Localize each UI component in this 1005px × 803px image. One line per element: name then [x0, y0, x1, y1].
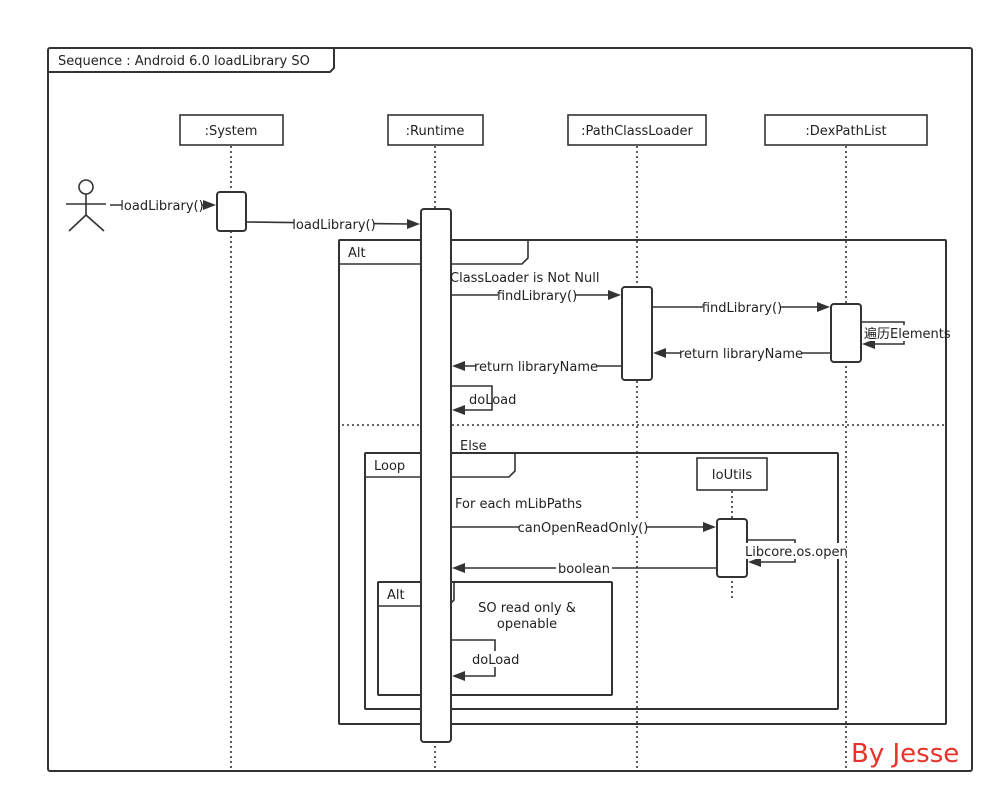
author-signature: By Jesse [851, 739, 959, 769]
fragment-inner-alt-label: Alt [387, 588, 405, 603]
participant-ioutils: IoUtils [696, 457, 768, 491]
message-return-library-name-2-label: return libraryName [679, 347, 803, 362]
ioutils-activation [716, 518, 748, 578]
message-find-library-2: findLibrary() [652, 299, 830, 316]
message-boolean-label: boolean [558, 562, 610, 577]
participant-dexpathlist: :DexPathList [764, 114, 928, 146]
participant-system-label: :System [205, 124, 258, 139]
message-find-library-1: findLibrary() [451, 287, 621, 304]
participant-pathclassloader-label: :PathClassLoader [581, 124, 693, 139]
participant-runtime-label: :Runtime [406, 124, 465, 139]
message-can-open-read-only: canOpenReadOnly() [451, 519, 716, 536]
message-traverse-elements: 遍历Elements [861, 321, 951, 349]
participant-ioutils-label: IoUtils [712, 468, 753, 483]
participant-system: :System [179, 114, 284, 146]
message-can-open-read-only-label: canOpenReadOnly() [518, 521, 649, 536]
participant-pathclassloader: :PathClassLoader [567, 114, 707, 146]
runtime-activation [420, 208, 452, 743]
message-do-load-2: doLoad [451, 639, 520, 681]
pathclassloader-activation [621, 286, 653, 381]
diagram-title-tab [48, 48, 335, 73]
message-return-library-name-1-label: return libraryName [474, 360, 598, 375]
message-system-load-library-label: loadLibrary() [292, 218, 375, 233]
message-boolean: boolean [452, 560, 717, 577]
fragment-loop-label: Loop [374, 459, 405, 474]
message-find-library-1-label: findLibrary() [497, 289, 577, 304]
message-do-load-1: doLoad [451, 385, 516, 415]
actor-icon [66, 179, 106, 232]
message-traverse-elements-label: 遍历Elements [864, 326, 951, 342]
message-return-library-name-2: return libraryName [653, 345, 831, 362]
message-actor-load-library-label: loadLibrary() [120, 199, 203, 214]
message-libcore-open-label: Libcore.os.open [745, 545, 848, 560]
message-do-load-1-label: doLoad [469, 393, 516, 408]
message-do-load-2-label: doLoad [472, 653, 519, 668]
message-return-library-name-1: return libraryName [452, 358, 622, 375]
message-find-library-2-label: findLibrary() [702, 301, 782, 316]
guard-so-read-only-line2: openable [497, 617, 557, 632]
fragment-outer-alt-label: Alt [348, 246, 366, 261]
diagram-title: Sequence : Android 6.0 loadLibrary SO [58, 54, 310, 69]
message-libcore-open: Libcore.os.open [744, 539, 848, 567]
participant-runtime: :Runtime [387, 114, 484, 146]
guard-classloader-not-null: ClassLoader is Not Null [450, 271, 599, 286]
participant-dexpathlist-label: :DexPathList [805, 124, 886, 139]
diagram-frame [47, 47, 973, 772]
guard-for-each-libpaths: For each mLibPaths [455, 497, 582, 512]
message-system-load-library: loadLibrary() [245, 216, 420, 233]
guard-so-read-only-line1: SO read only & [478, 601, 576, 616]
system-activation [216, 191, 247, 232]
dexpathlist-activation [830, 303, 862, 363]
fragment-inner-alt: Alt [377, 581, 613, 696]
message-actor-load-library: loadLibrary() [110, 197, 216, 214]
guard-else: Else [460, 439, 487, 454]
